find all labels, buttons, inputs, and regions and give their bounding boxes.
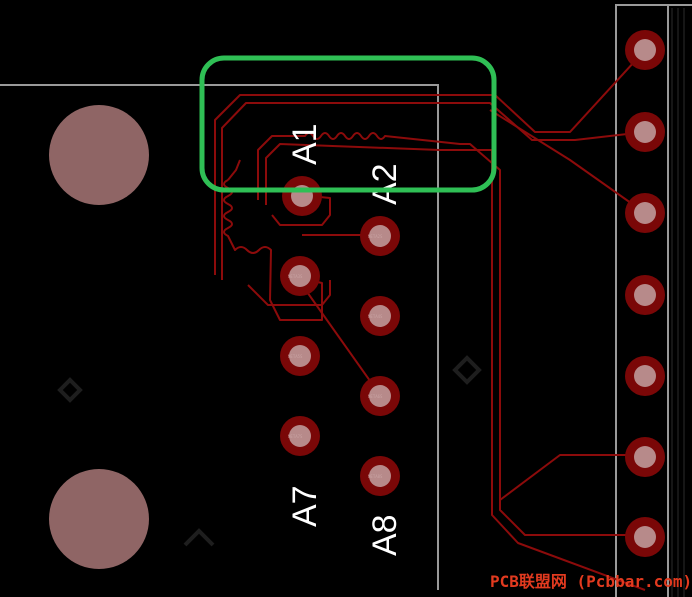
svg-text:NETA3S: NETA3S: [288, 274, 303, 279]
pad-a3: NETA3S: [280, 256, 320, 296]
svg-text:NETA7S: NETA7S: [288, 434, 303, 439]
pad-a2: NETA2S: [360, 216, 400, 256]
silkscreen-marks: [57, 355, 482, 547]
svg-text:NETA4S: NETA4S: [368, 314, 383, 319]
pad-a1: [282, 176, 322, 216]
header-pin-3: [625, 193, 665, 233]
label-a8: A8: [366, 514, 404, 556]
component-outline: [0, 84, 439, 590]
pad-a6: NETA6S: [360, 376, 400, 416]
svg-text:NETA8S: NETA8S: [368, 474, 383, 479]
mounting-hole-bottom: [49, 469, 149, 569]
header-pin-5: [625, 356, 665, 396]
pad-a5: NETA5S: [280, 336, 320, 376]
pad-a4: NETA4S: [360, 296, 400, 336]
watermark: PCB联盟网 (Pcbbar.com): [490, 572, 692, 591]
header-pin-4: [625, 275, 665, 315]
label-a2: A2: [366, 163, 404, 205]
header-hatch: [671, 8, 685, 597]
label-a7: A7: [286, 485, 324, 527]
svg-text:NETA2S: NETA2S: [368, 234, 383, 239]
svg-text:NETA6S: NETA6S: [368, 394, 383, 399]
label-a1: A1: [286, 123, 324, 165]
mounting-hole-top: [49, 105, 149, 205]
header-pads: [625, 30, 665, 557]
svg-text:NETA5S: NETA5S: [288, 354, 303, 359]
header-pin-6: [625, 437, 665, 477]
highlight-box: [199, 55, 497, 193]
traces: [214, 49, 646, 591]
header-pin-7: [625, 517, 665, 557]
header-pin-1: [625, 30, 665, 70]
header-outline: [615, 4, 692, 597]
header-pin-2: [625, 112, 665, 152]
pad-a7: NETA7S: [280, 416, 320, 456]
pad-a8: NETA8S: [360, 456, 400, 496]
